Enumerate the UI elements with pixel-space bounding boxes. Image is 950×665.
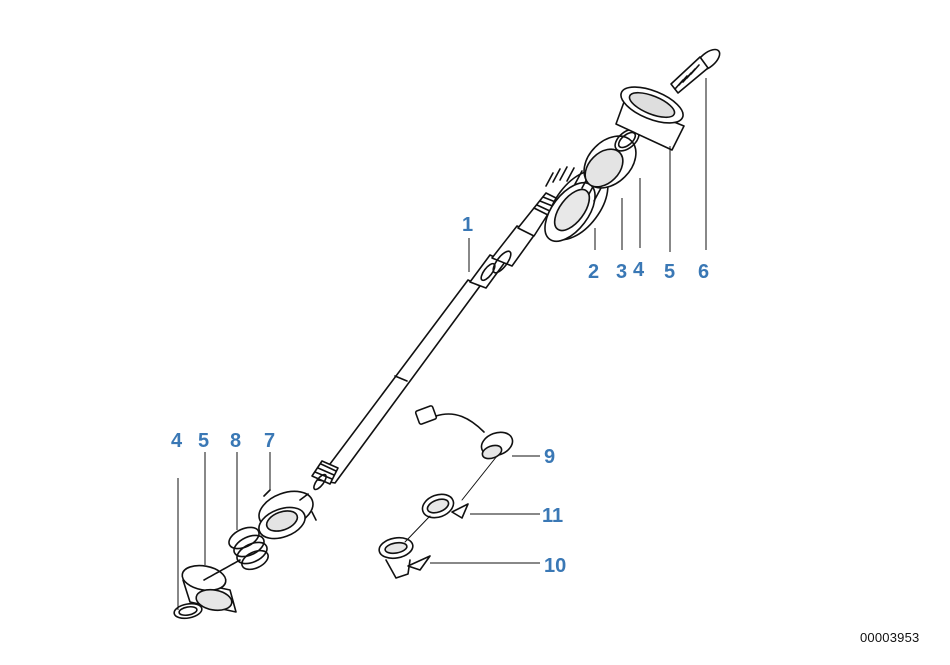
leader-lines: [177, 78, 707, 610]
callout-4-upper: 4: [633, 259, 645, 281]
callout-2: 2: [588, 261, 600, 283]
callout-1: 1: [462, 214, 474, 236]
callout-6: 6: [698, 261, 710, 283]
spring: [228, 526, 269, 571]
snap-ring-lower: [173, 602, 203, 620]
ring-clip: [421, 493, 469, 519]
document-number: 00003953: [860, 630, 920, 645]
needle-bearing-ring: [544, 166, 609, 243]
clamp: [378, 536, 431, 579]
sensor-with-cable: [414, 405, 514, 460]
callout-10: 10: [544, 555, 567, 577]
bearing-housing-lower: [258, 489, 317, 540]
bushing-upper: [615, 86, 685, 151]
bolt: [670, 48, 721, 94]
bearing-ring-upper: [583, 135, 637, 189]
callout-11: 11: [542, 505, 564, 527]
callout-9: 9: [544, 446, 556, 468]
callout-3: 3: [616, 261, 628, 283]
steering-shaft: [311, 192, 561, 491]
callout-7: 7: [264, 430, 276, 452]
callout-8: 8: [230, 430, 242, 452]
bushing-lower: [181, 564, 237, 613]
callout-5-upper: 5: [664, 261, 676, 283]
callout-4-lower: 4: [171, 430, 183, 452]
callout-5-lower: 5: [198, 430, 210, 452]
